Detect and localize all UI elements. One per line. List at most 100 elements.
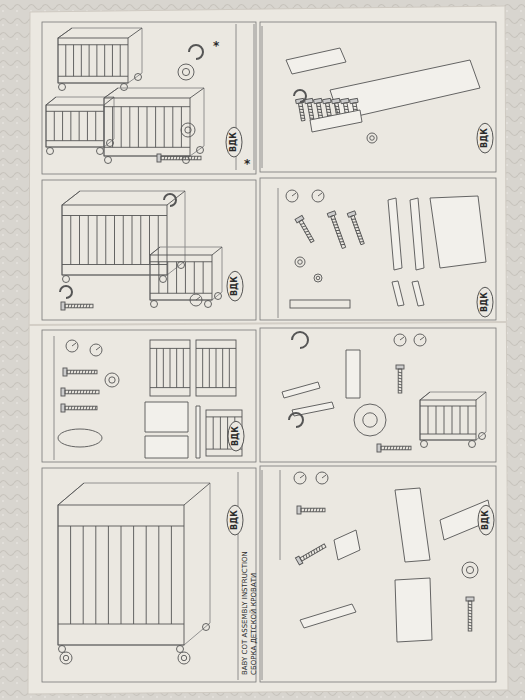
board-part [145,402,188,432]
brand-logo: ВДК [481,128,489,148]
rotate-arrow [294,90,306,102]
tool-icon [414,334,426,346]
step-panel [260,178,496,320]
note-strip-line [238,472,239,680]
note-mark: * [244,158,250,170]
brand-logo: ВДК [232,426,240,446]
note-strip-line [254,24,255,170]
tool-icon [66,340,78,352]
tool-icon [312,190,324,202]
board-part [310,110,362,132]
step-panel [42,330,256,462]
screw-part [327,211,348,249]
crib-side [196,340,236,396]
cot-figure [150,247,222,308]
rotate-arrow [60,286,72,298]
screw-part [63,368,97,376]
screw-part [377,444,411,452]
board-part [346,350,360,398]
brand-logo: ВДК [231,510,239,530]
board-part [300,604,356,628]
screw-part [295,215,316,243]
logo-oval [226,127,242,157]
crib-side [58,38,128,83]
screw-part [347,211,366,246]
rotate-arrow [164,194,176,206]
wheel-part [314,274,322,282]
logo-oval [227,271,243,301]
step-panel [260,22,496,172]
board-part [282,382,320,398]
crib-side [58,505,184,645]
ruler-part [290,300,350,308]
logo-oval [477,287,493,317]
screw-part [61,388,99,396]
step-panel [42,22,256,174]
cot-figure [58,28,142,91]
step-panel [260,328,496,462]
tool-icon [316,472,328,484]
cot-figure [58,483,210,653]
wheel-part [462,562,478,578]
cot-figure [104,88,204,164]
note-strip-line [280,470,281,560]
paper-fold [29,322,507,325]
logo-oval [228,421,244,451]
board-part [430,196,486,268]
step-panel [42,180,256,320]
tool-icon [190,294,202,306]
wheel-part [60,652,72,664]
brand-logo: ВДК [482,510,490,530]
screw-part [61,404,97,412]
step-panel [260,466,496,682]
screw-part [61,302,93,310]
board-part [196,406,200,458]
board-part [395,578,432,642]
logo-oval [227,505,243,535]
wheel-part [178,64,194,80]
rotate-arrow [289,413,303,427]
board-part [145,436,188,458]
logo-oval [478,505,494,535]
note-strip-line [262,470,263,680]
logo-oval [477,123,493,153]
crib-side [420,400,476,440]
screw-part [297,506,325,514]
wheel-part [367,133,377,143]
paper-sheet [28,6,508,694]
rotate-arrow [189,45,203,59]
board-part [395,488,430,562]
brand-logo: ВДК [230,132,238,152]
tool-icon [294,472,306,484]
tool-icon [286,190,298,202]
board-part [392,281,404,306]
crib-side [46,105,104,147]
note-strip-line [54,336,55,460]
board-part [388,198,402,270]
crib-side [150,255,212,300]
crib-side [104,98,190,156]
board-part [410,198,424,270]
brand-logo: ВДК [481,292,489,312]
screw-part [396,365,404,393]
crib-side [150,340,190,396]
tool-icon [394,334,406,346]
board-part [412,281,424,306]
rotate-arrow [292,332,308,348]
screw-part [157,154,201,162]
wheel-part [295,257,305,267]
wheel-part [178,652,190,664]
tool-icon [90,344,102,356]
sheet-subtitle: СБОРКА ДЕТСКОЙ КРОВАТИ [251,573,258,675]
wheel-part [354,404,386,436]
cot-figure [420,392,486,448]
note-mark: * [213,40,219,52]
cot-figure [62,191,185,283]
wheel-part [105,373,119,387]
crib-side [62,205,167,275]
board-part [334,530,360,560]
wheel-part [181,123,195,137]
